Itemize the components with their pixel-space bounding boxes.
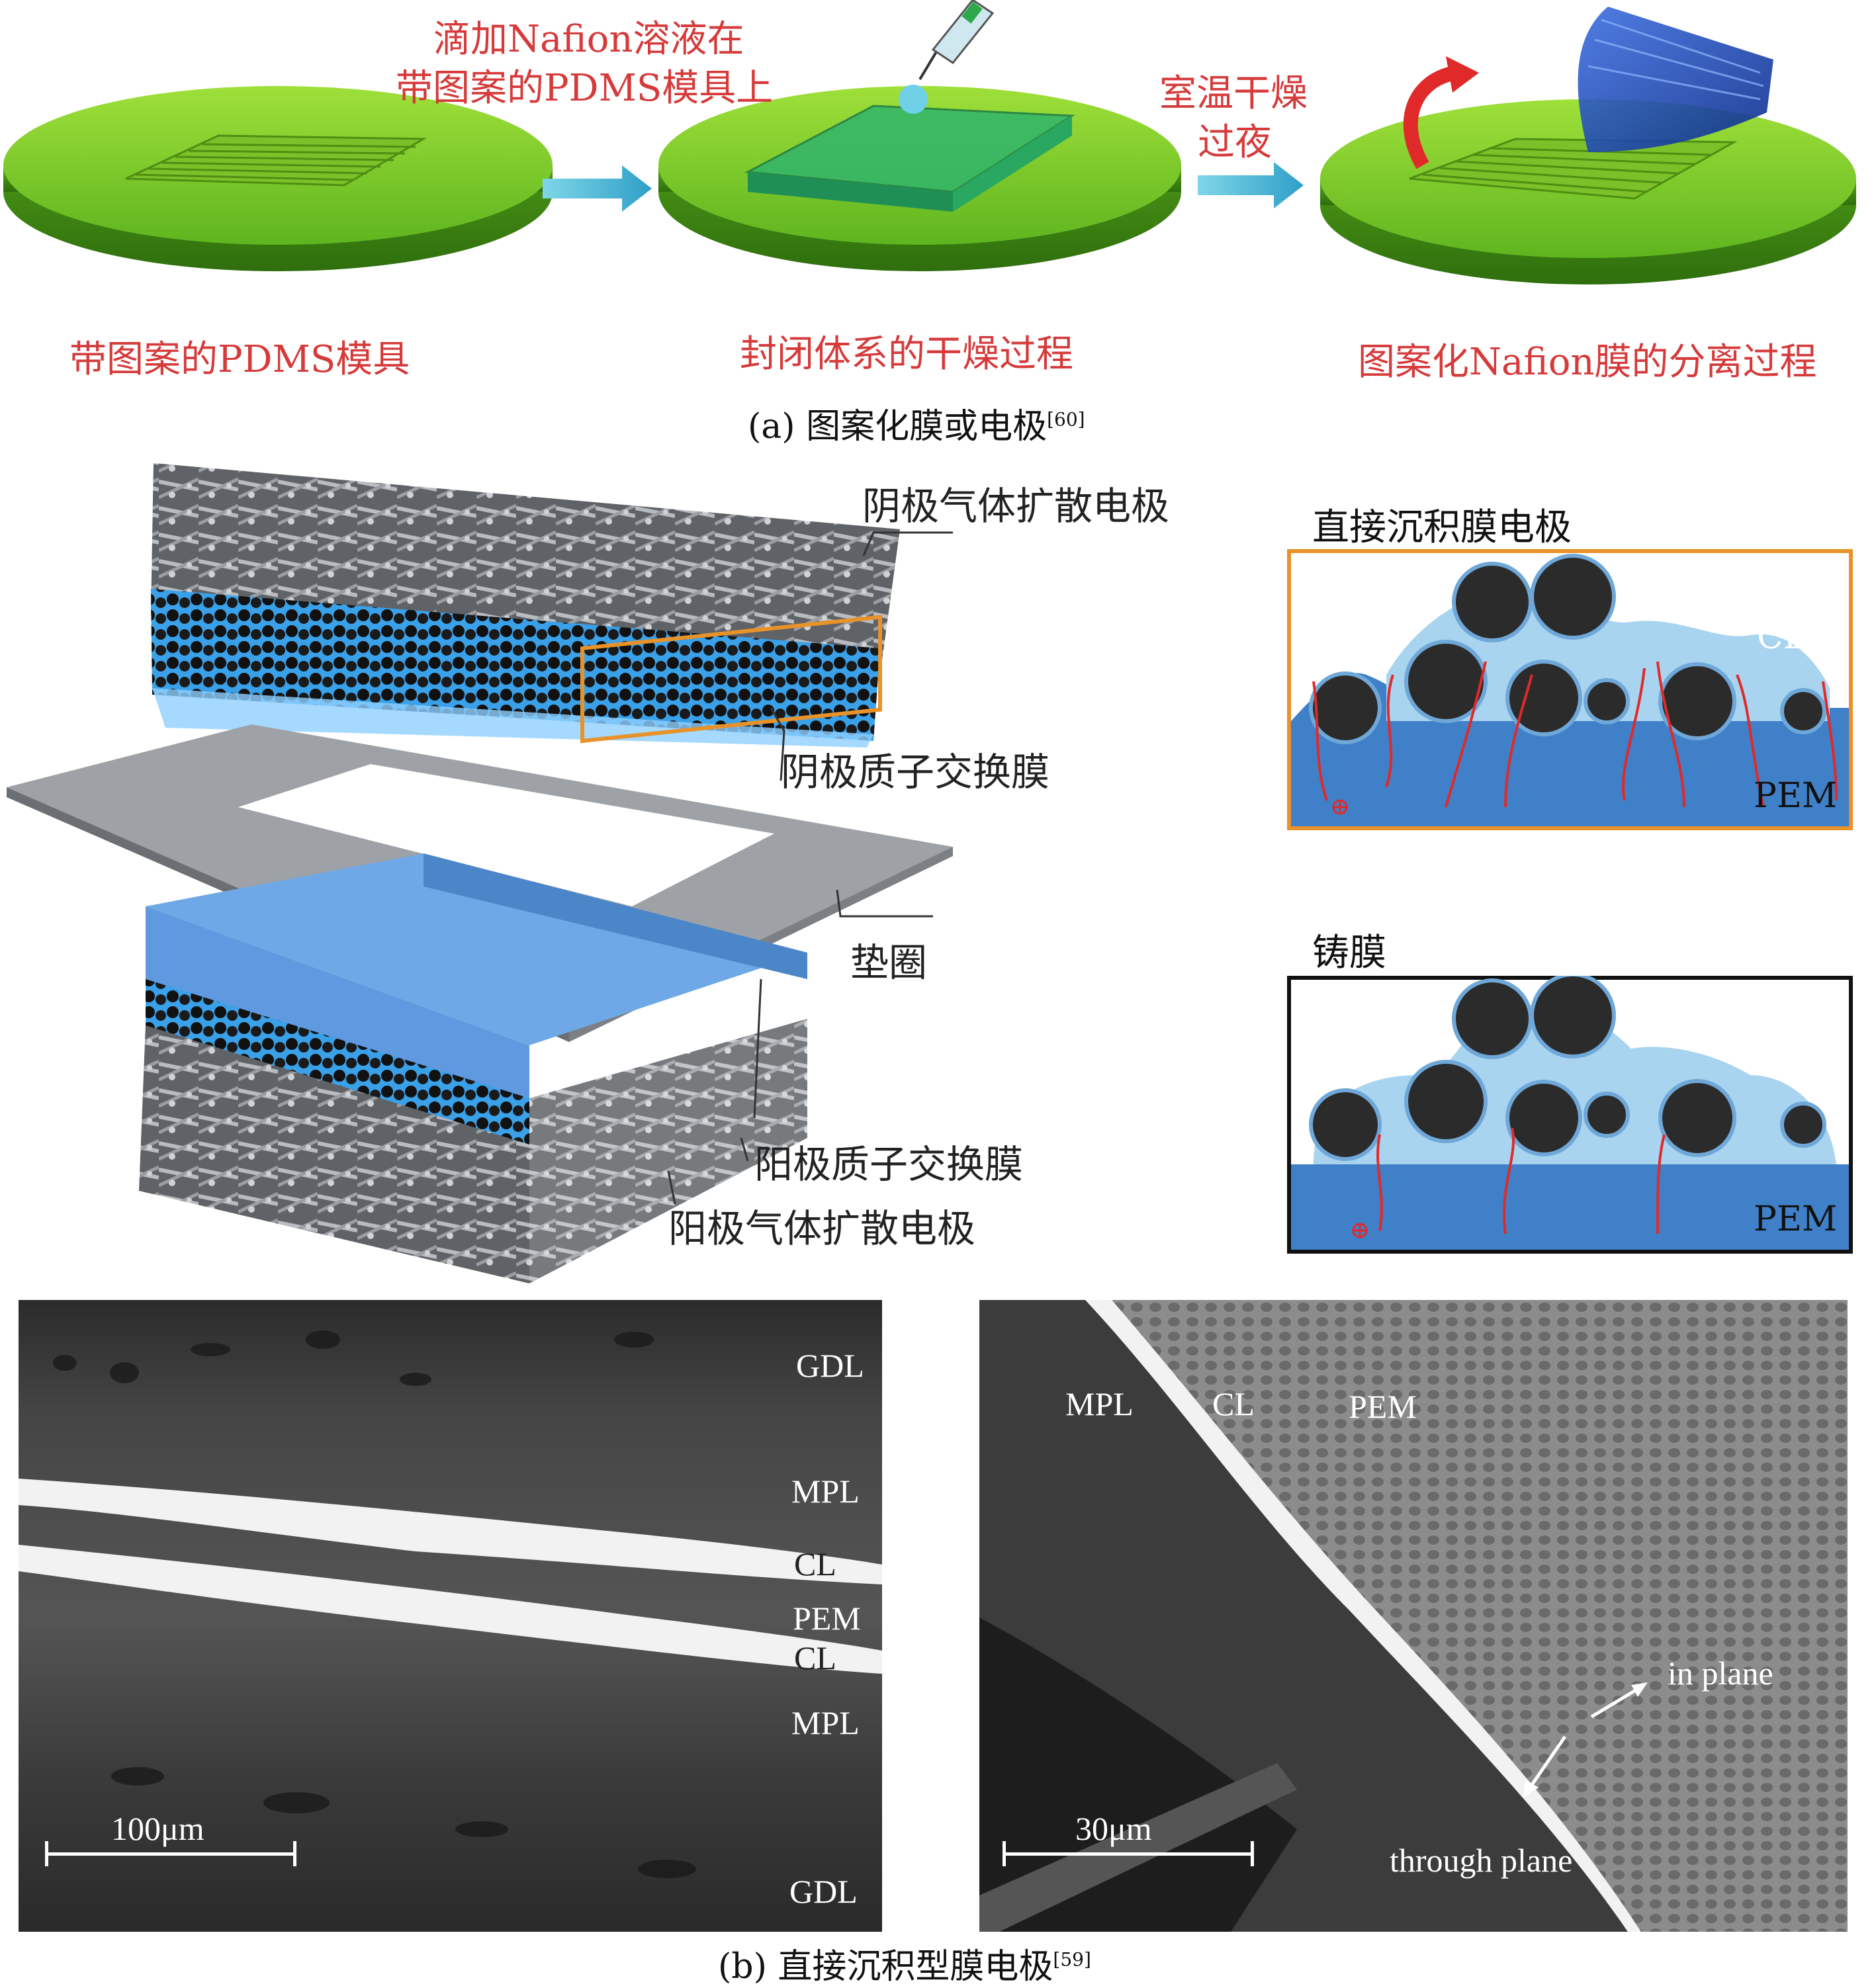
step2-caption: 封闭体系的干燥过程 bbox=[740, 324, 1073, 378]
sem-left-scale-bar bbox=[45, 1852, 296, 1856]
sem-left-image: GDL MPL CL PEM CL MPL GDL 100μm bbox=[19, 1300, 882, 1932]
step1-caption: 带图案的PDMS模具 bbox=[69, 329, 410, 383]
sem-left-scale-label: 100μm bbox=[111, 1809, 204, 1848]
step-label-dry: 室温干燥 bbox=[1159, 64, 1308, 117]
sem-cl-top: CL bbox=[794, 1545, 836, 1583]
step-label-drop-2: 带图案的PDMS模具上 bbox=[396, 58, 773, 112]
exploded-mea-illustration bbox=[0, 450, 1257, 1297]
sem-right-scale-label: 30μm bbox=[1075, 1809, 1152, 1848]
step-label-drop: 滴加Nafion溶液在 bbox=[433, 9, 744, 63]
cast-membrane-title: 铸膜 bbox=[1312, 923, 1386, 976]
pem-label: PEM bbox=[1754, 1199, 1837, 1239]
sem-mpl-top: MPL bbox=[791, 1472, 860, 1510]
cast-membrane-schematic: CL PEM bbox=[1287, 976, 1853, 1254]
cathode-gde-block bbox=[151, 463, 900, 748]
cathode-gde-label: 阴极气体扩散电极 bbox=[862, 475, 1169, 531]
drying-disc bbox=[658, 85, 1181, 271]
sem-pem: PEM bbox=[793, 1599, 861, 1637]
direct-deposition-title: 直接沉积膜电极 bbox=[1312, 497, 1572, 551]
cathode-pem-label: 阴极质子交换膜 bbox=[781, 741, 1050, 797]
step3-caption: 图案化Nafion膜的分离过程 bbox=[1358, 332, 1817, 386]
sem-gdl-top: GDL bbox=[796, 1346, 864, 1385]
direct-deposition-schematic: CL PEM bbox=[1287, 549, 1853, 830]
sem-right-image: MPL CL PEM in plane through plane 30μm bbox=[979, 1300, 1848, 1932]
anode-pem-label: 阳极质子交换膜 bbox=[754, 1133, 1023, 1189]
cl-label: CL bbox=[1757, 1037, 1806, 1077]
sem-mpl-bottom: MPL bbox=[791, 1704, 860, 1742]
gasket-label: 垫圈 bbox=[850, 931, 927, 987]
pdms-mold-disc bbox=[3, 86, 553, 271]
process-arrow-icon bbox=[1198, 162, 1304, 208]
syringe-icon bbox=[920, 0, 993, 79]
cl-label: CL bbox=[1757, 617, 1806, 657]
anode-gde-label: 阳极气体扩散电极 bbox=[668, 1197, 975, 1253]
step-label-dry-2: 过夜 bbox=[1198, 112, 1272, 166]
panel-a-caption: (a) 图案化膜或电极[60] bbox=[748, 398, 1085, 448]
panel-b-caption: (b) 直接沉积型膜电极[59] bbox=[718, 1938, 1091, 1988]
sem-right-scale-bar bbox=[1003, 1852, 1254, 1856]
process-arrow-icon bbox=[543, 165, 652, 212]
sem-cl-bottom: CL bbox=[794, 1639, 836, 1677]
separation-disc bbox=[1320, 7, 1856, 284]
pem-label: PEM bbox=[1754, 776, 1837, 816]
sem-gdl-bottom: GDL bbox=[789, 1872, 858, 1911]
